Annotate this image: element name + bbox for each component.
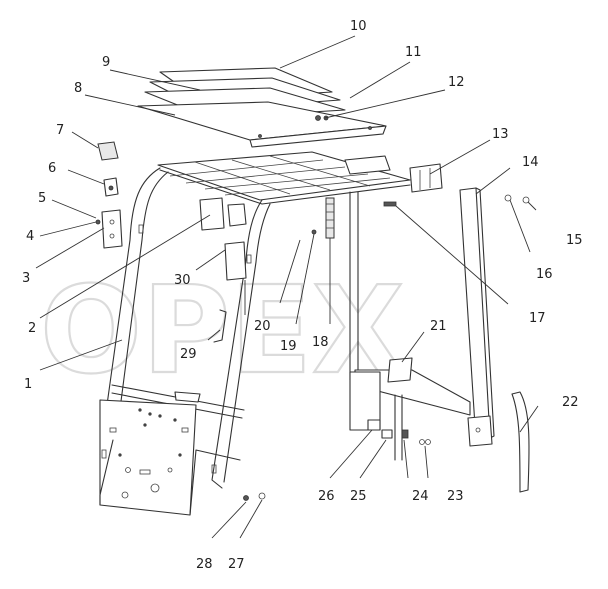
callout-7: 7 <box>56 123 64 138</box>
callout-23: 23 <box>447 489 464 504</box>
callout-29: 29 <box>180 347 197 362</box>
callout-18: 18 <box>312 335 329 350</box>
roof-frame <box>157 151 443 205</box>
rear-frame <box>349 191 471 461</box>
callout-12: 12 <box>448 75 465 90</box>
callout-21: 21 <box>430 319 447 334</box>
part-19-bolt <box>311 229 317 235</box>
part-28-washer <box>243 495 249 501</box>
part-23-nut <box>419 439 431 445</box>
callout-25: 25 <box>350 489 367 504</box>
part-17-pin <box>383 201 397 207</box>
part-14-right-post <box>459 187 495 447</box>
callout-20: 20 <box>254 319 271 334</box>
callout-30: 30 <box>174 273 191 288</box>
callouts: 10 9 8 11 12 7 13 6 14 5 4 15 3 16 30 2 … <box>22 19 583 572</box>
callout-3: 3 <box>22 271 30 286</box>
part-24-washer <box>401 429 409 439</box>
callout-13: 13 <box>492 127 509 142</box>
callout-28: 28 <box>196 557 213 572</box>
part-6-clip <box>103 177 119 197</box>
part-30-bracket <box>199 197 247 281</box>
part-15-bolt <box>504 194 530 204</box>
callout-11: 11 <box>405 45 422 60</box>
part-18-spring <box>325 197 335 239</box>
callout-14: 14 <box>522 155 539 170</box>
callout-17: 17 <box>529 311 546 326</box>
callout-24: 24 <box>412 489 429 504</box>
watermark: OPEX <box>40 262 404 401</box>
callout-10: 10 <box>350 19 367 34</box>
callout-16: 16 <box>536 267 553 282</box>
part-3-bracket <box>101 209 123 249</box>
part-27-nut <box>258 492 266 500</box>
part-7-handle <box>97 141 119 161</box>
callout-15: 15 <box>566 233 583 248</box>
callout-26: 26 <box>318 489 335 504</box>
part-29-hook <box>213 309 227 343</box>
callout-5: 5 <box>38 191 46 206</box>
callout-8: 8 <box>74 81 82 96</box>
callout-19: 19 <box>280 339 297 354</box>
part-26-bolt <box>367 419 381 431</box>
callout-27: 27 <box>228 557 245 572</box>
callout-2: 2 <box>28 321 36 336</box>
part-22-strip <box>511 391 530 493</box>
part-1-main-frame <box>99 167 271 516</box>
part-8-roof-plate <box>137 101 387 148</box>
part-25-bolt <box>381 429 393 439</box>
callout-22: 22 <box>562 395 579 410</box>
callout-1: 1 <box>24 377 32 392</box>
callout-6: 6 <box>48 161 56 176</box>
part-5-washer <box>95 219 101 225</box>
callout-4: 4 <box>26 229 34 244</box>
callout-9: 9 <box>102 55 110 70</box>
leader-lines <box>35 35 539 539</box>
